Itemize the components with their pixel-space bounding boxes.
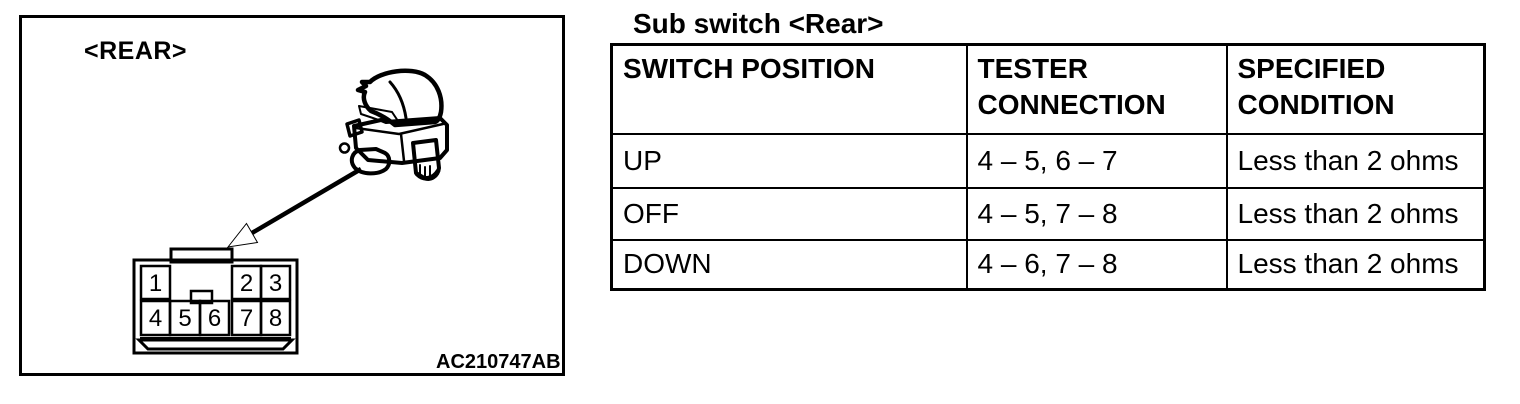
pin-number-1: 1 xyxy=(149,270,162,297)
pointer-arrow xyxy=(226,167,363,248)
pin-number-5: 5 xyxy=(178,305,191,332)
rocker-cap xyxy=(355,68,444,128)
cell-tester-connection: 4 – 5, 7 – 8 xyxy=(965,186,1228,241)
cell-specified-condition: Less than 2 ohms xyxy=(1225,186,1486,241)
rocker-switch-drawing xyxy=(338,68,449,181)
header-row: SWITCH POSITION TESTER CONNECTION SPECIF… xyxy=(610,43,1486,135)
table-row: UP 4 – 5, 6 – 7 Less than 2 ohms xyxy=(610,132,1486,189)
cell-tester-connection: 4 – 6, 7 – 8 xyxy=(965,238,1228,291)
pin-number-6: 6 xyxy=(208,305,221,332)
pin-number-8: 8 xyxy=(269,305,282,332)
cell-switch-position: UP xyxy=(610,132,968,189)
table-row: DOWN 4 – 6, 7 – 8 Less than 2 ohms xyxy=(610,238,1486,291)
cell-switch-position: OFF xyxy=(610,186,968,241)
connector-pinout: 1 2 3 4 5 6 7 8 xyxy=(132,247,299,355)
pin-number-2: 2 xyxy=(240,270,253,297)
pin-number-7: 7 xyxy=(240,305,253,332)
cell-specified-condition: Less than 2 ohms xyxy=(1225,132,1486,189)
view-label: <REAR> xyxy=(84,37,188,65)
table-title: Sub switch <Rear> xyxy=(633,8,884,39)
spec-table: SWITCH POSITION TESTER CONNECTION SPECIF… xyxy=(610,43,1486,291)
col-header-tester-connection: TESTER CONNECTION xyxy=(965,43,1228,135)
figure-code: AC210747AB xyxy=(436,351,561,373)
switch-connector-illustration: 1 2 3 4 5 6 7 8 xyxy=(132,68,449,355)
cell-tester-connection: 4 – 5, 6 – 7 xyxy=(965,132,1228,189)
col-header-switch-position: SWITCH POSITION xyxy=(610,43,968,135)
pin-number-4: 4 xyxy=(149,305,162,332)
cell-switch-position: DOWN xyxy=(610,238,968,291)
pin-number-3: 3 xyxy=(269,270,282,297)
cell-specified-condition: Less than 2 ohms xyxy=(1225,238,1486,291)
figure-frame xyxy=(19,15,565,376)
table-row: OFF 4 – 5, 7 – 8 Less than 2 ohms xyxy=(610,186,1486,241)
col-header-specified-condition: SPECIFIED CONDITION xyxy=(1225,43,1486,135)
